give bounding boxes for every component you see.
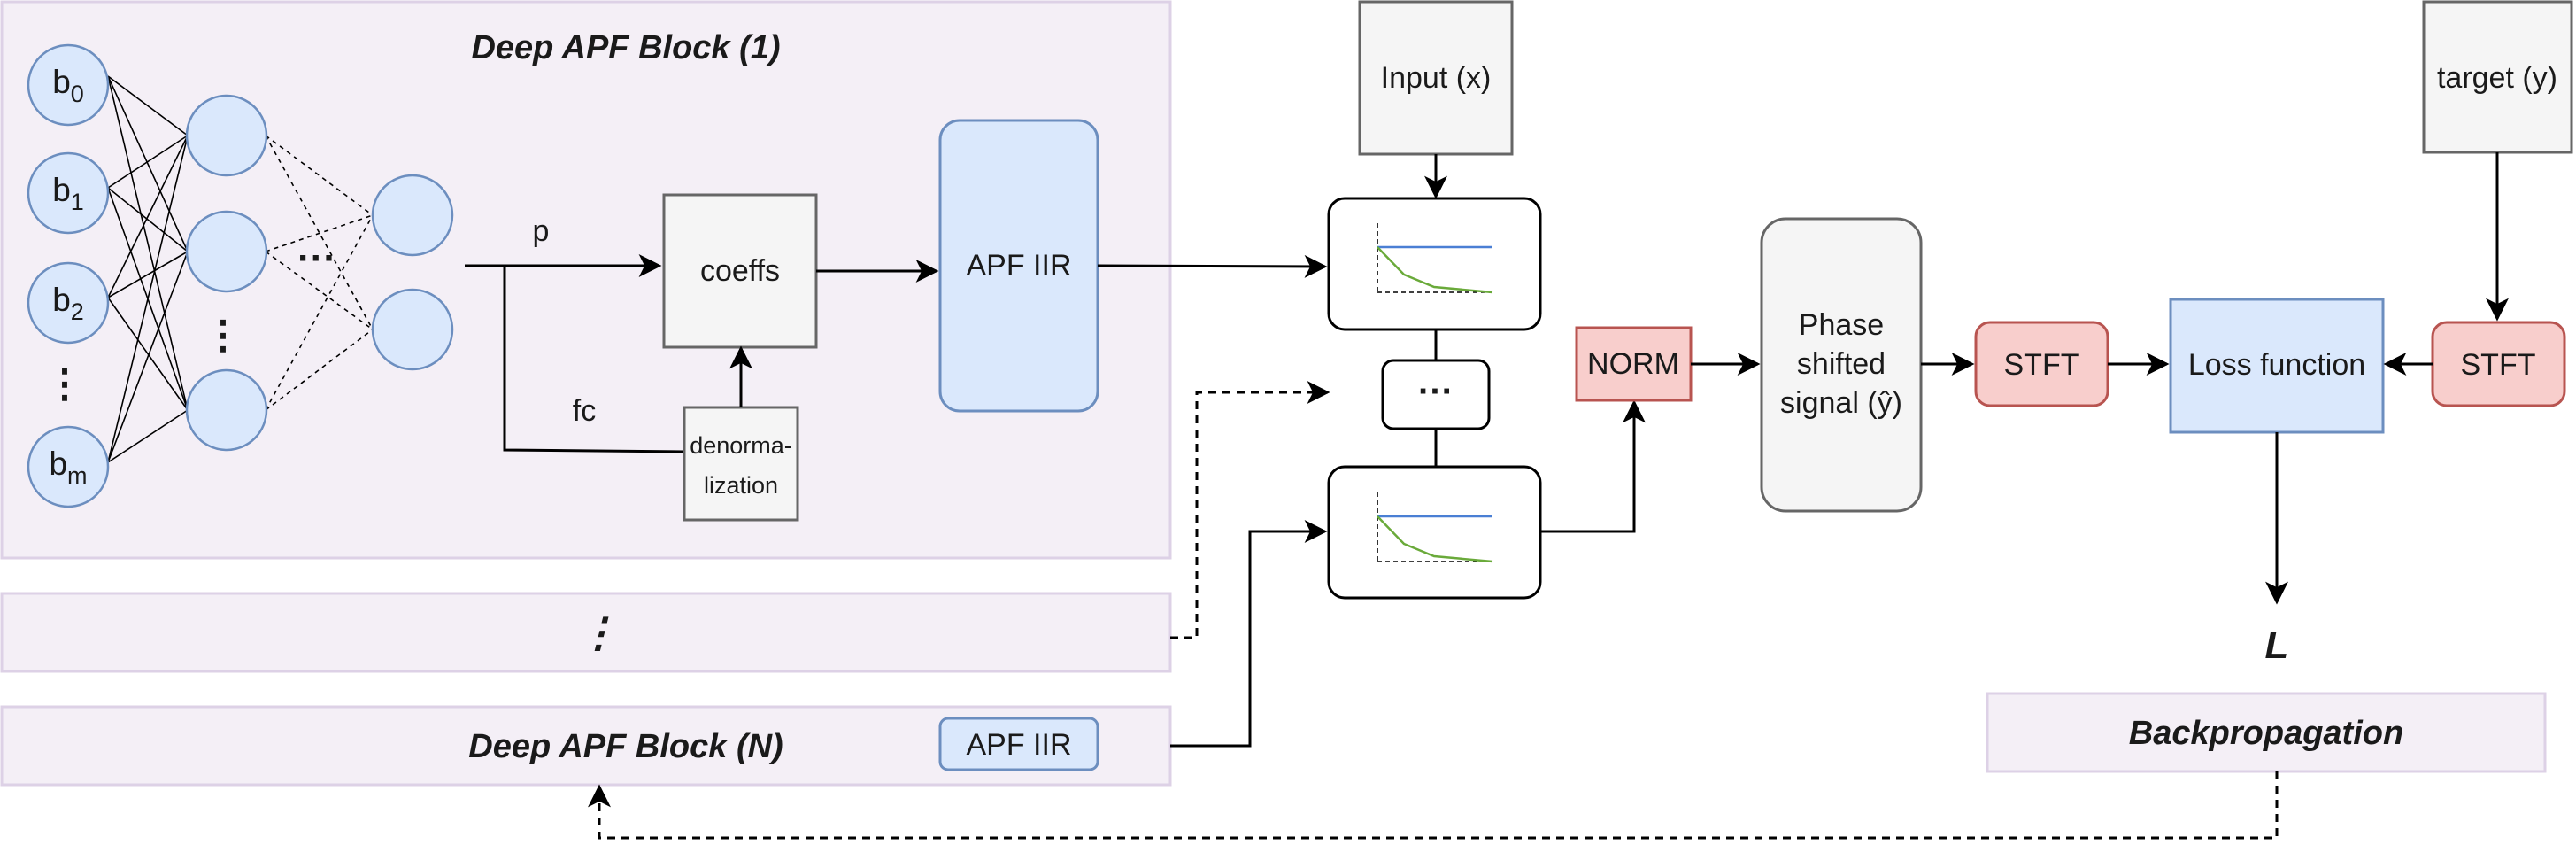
backprop-feedback-arrow bbox=[588, 771, 2279, 840]
block-n-arrow bbox=[1170, 520, 1328, 748]
norm-box bbox=[1575, 326, 1693, 402]
stft-left-label: STFT bbox=[2004, 348, 2079, 382]
input-label: b2 bbox=[52, 282, 84, 325]
apf-block-n-title: Deep APF Block (N) bbox=[468, 728, 783, 765]
nn-edge bbox=[265, 251, 374, 330]
target-box bbox=[2422, 0, 2573, 154]
loss-function-label: Loss function bbox=[2188, 348, 2365, 382]
nn-edge bbox=[265, 135, 374, 330]
filter-plot-top-box bbox=[1327, 197, 1542, 331]
target-label: target (y) bbox=[2437, 61, 2557, 95]
input-node bbox=[27, 151, 110, 235]
nn-edge bbox=[107, 75, 189, 136]
nn-edge bbox=[107, 75, 189, 411]
input-node bbox=[27, 261, 110, 345]
phase-shifted-line2: shifted bbox=[1797, 347, 1886, 381]
apf-block-middle bbox=[0, 592, 1172, 673]
input-box bbox=[1358, 0, 1514, 156]
denormalization-label-line1: denorma- bbox=[690, 432, 792, 459]
output-node bbox=[371, 174, 454, 257]
hidden-node bbox=[185, 368, 268, 452]
hidden-ellipsis: ⋮ bbox=[204, 314, 243, 357]
fc-label: fc bbox=[573, 394, 596, 428]
input-label: bm bbox=[49, 446, 87, 489]
nn-edge bbox=[265, 214, 374, 252]
denormalization-label-line2: lization bbox=[704, 472, 778, 499]
input-label: b0 bbox=[52, 64, 84, 107]
plot-to-norm-arrow bbox=[1540, 399, 1646, 533]
apf-iir-n-box bbox=[938, 717, 1099, 771]
plot-decay-curve bbox=[1377, 515, 1493, 563]
apf-iir-label: APF IIR bbox=[966, 249, 1071, 283]
coeffs-label: coeffs bbox=[700, 254, 780, 288]
input-node bbox=[27, 425, 110, 508]
loss-function-box bbox=[2169, 298, 2385, 434]
fc-line bbox=[503, 266, 685, 453]
middle-block-arrow bbox=[1170, 381, 1330, 639]
apf-block-middle-ellipsis: ⋮ bbox=[578, 609, 619, 655]
denormalization-box bbox=[683, 406, 799, 522]
hidden-node bbox=[185, 94, 268, 177]
hidden-node bbox=[185, 210, 268, 293]
backprop-box bbox=[1986, 692, 2547, 773]
loss-symbol: L bbox=[2265, 624, 2289, 667]
apf-to-plot-arrow bbox=[1097, 254, 1328, 278]
nn-edge bbox=[107, 409, 189, 463]
nn-edge bbox=[107, 251, 189, 298]
nn-edge bbox=[107, 135, 189, 298]
nn-edge bbox=[107, 251, 189, 463]
norm-label: NORM bbox=[1587, 347, 1679, 381]
output-node bbox=[371, 288, 454, 371]
input-label: Input (x) bbox=[1381, 61, 1492, 95]
p-label: p bbox=[533, 214, 550, 248]
nn-edge bbox=[107, 135, 189, 463]
filter-stack-ellipsis-box bbox=[1381, 359, 1491, 430]
input-label: b1 bbox=[52, 172, 84, 215]
nn-edge bbox=[107, 297, 189, 411]
nn-edge bbox=[107, 187, 189, 252]
filter-plot-bottom bbox=[1327, 465, 1542, 600]
coeffs-box bbox=[662, 193, 818, 349]
stft-right-label: STFT bbox=[2461, 348, 2536, 382]
input-node bbox=[27, 43, 110, 127]
neural-network: b0 b1 b2 bm ⋮ ⋮ ··· bbox=[27, 43, 454, 508]
nn-edge bbox=[107, 75, 189, 252]
phase-shifted-line1: Phase bbox=[1799, 308, 1884, 342]
apf-block-1-title: Deep APF Block (1) bbox=[471, 29, 780, 66]
filter-plot-bottom-box bbox=[1327, 465, 1542, 600]
nn-edge bbox=[265, 214, 374, 411]
input-ellipsis: ⋮ bbox=[45, 362, 84, 406]
backprop-label: Backpropagation bbox=[2129, 715, 2403, 752]
layer-ellipsis: ··· bbox=[297, 236, 336, 280]
filter-stack-ellipsis: ··· bbox=[1418, 372, 1454, 411]
nn-edge bbox=[107, 135, 189, 189]
filter-plot-top bbox=[1327, 197, 1542, 331]
network-edges bbox=[107, 75, 374, 463]
plot-decay-curve bbox=[1377, 246, 1493, 294]
apf-iir-n-label: APF IIR bbox=[966, 728, 1071, 762]
phase-shifted-line3: signal (ŷ) bbox=[1780, 386, 1902, 420]
